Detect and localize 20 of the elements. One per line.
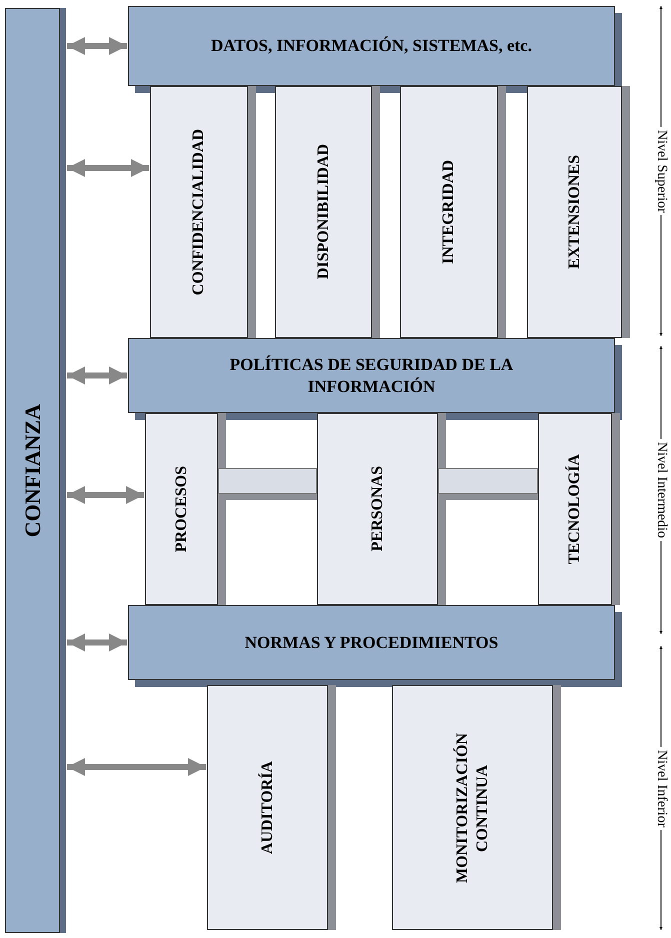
double-arrow <box>67 486 144 504</box>
block-label: TECNOLOGÍA <box>565 454 584 564</box>
block-label: POLÍTICAS DE SEGURIDAD DE LA INFORMACIÓN <box>228 354 514 397</box>
block-label: INTEGRIDAD <box>439 160 458 264</box>
block-label: DISPONIBILIDAD <box>314 144 332 280</box>
double-arrow <box>67 37 127 55</box>
block-label: MONITORIZACIÓN CONTINUA <box>452 732 492 885</box>
block-label: NORMAS Y PROCEDIMIENTOS <box>244 632 498 654</box>
block-label: CONFIANZA <box>18 404 46 538</box>
block-label: PROCESOS <box>172 466 190 552</box>
double-arrow <box>67 634 127 652</box>
double-arrow <box>67 758 206 776</box>
block-label: AUDITORÍA <box>258 760 276 854</box>
block-label: EXTENSIONES <box>564 155 584 269</box>
level-label: Nivel Superior <box>653 126 669 216</box>
block-label: PERSONAS <box>368 466 386 552</box>
block-label: DATOS, INFORMACIÓN, SISTEMAS, etc. <box>211 35 532 57</box>
block-label: CONFIDENCIALIDAD <box>189 128 208 296</box>
double-arrow <box>67 159 149 177</box>
double-arrow <box>67 366 127 384</box>
